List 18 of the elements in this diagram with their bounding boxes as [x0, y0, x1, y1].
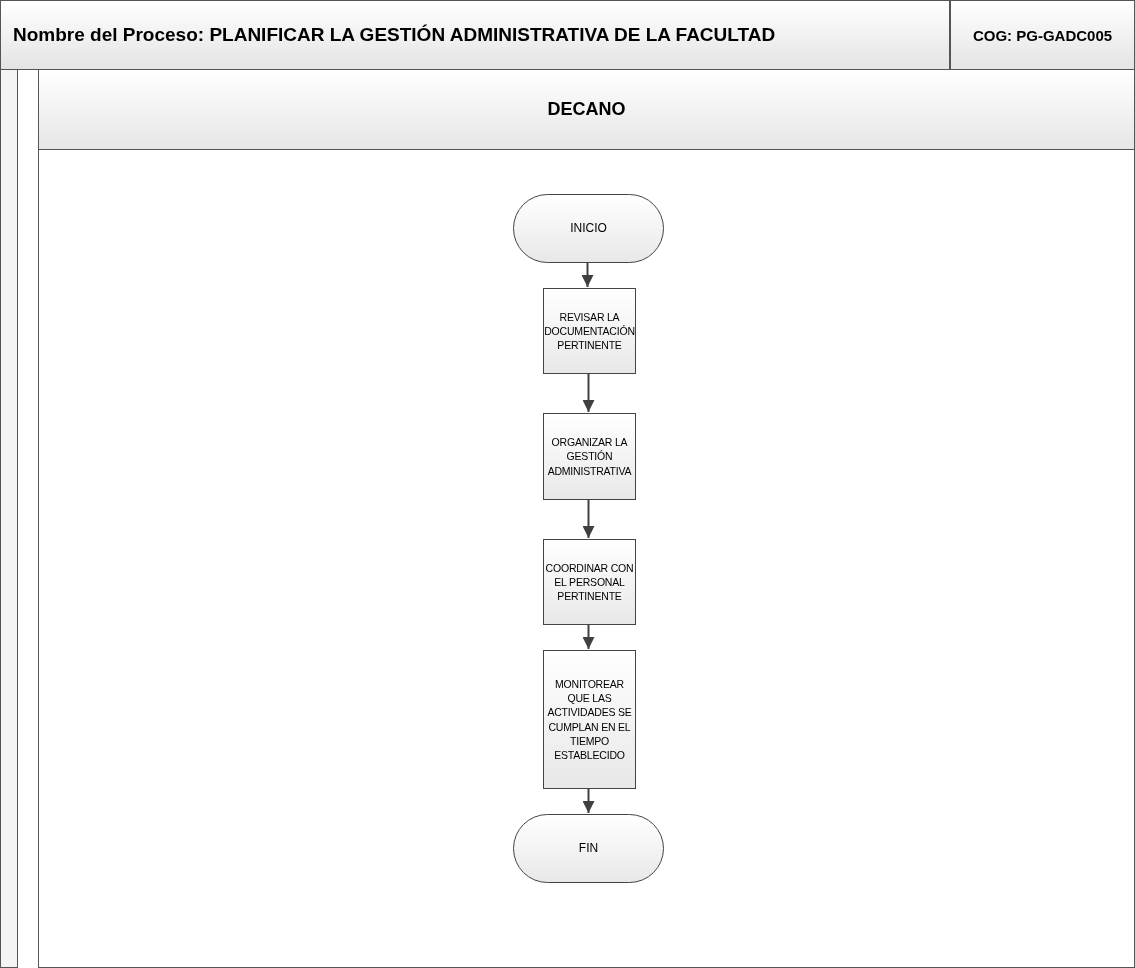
node-label: COORDINAR CON EL PERSONAL PERTINENTE — [545, 560, 634, 604]
arrow — [581, 261, 594, 288]
arrow — [582, 498, 595, 539]
node-label: MONITOREAR QUE LAS ACTIVIDADES SE CUMPLAN EN EL TIEMPO ESTABLECIDO — [546, 677, 633, 762]
title-bar: Nombre del Proceso: PLANIFICAR LA GESTIÓN ADMINISTRATIVA DE LA FACULTAD — [0, 0, 950, 70]
process-box — [543, 650, 636, 789]
process-box — [543, 539, 636, 625]
process-box — [543, 413, 636, 500]
swimlane — [38, 69, 1135, 968]
process-box — [543, 288, 636, 374]
process-code: COG: PG-GADC005 — [950, 0, 1135, 70]
node-label: FIN — [578, 840, 599, 857]
arrow — [582, 623, 595, 650]
node-label: REVISAR LA DOCUMENTACIÓN PERTINENTE — [544, 309, 635, 353]
arrow — [582, 372, 595, 413]
node-label: ORGANIZAR LA GESTIÓN ADMINISTRATIVA — [546, 435, 633, 478]
node-label: INICIO — [570, 220, 607, 237]
arrow — [582, 787, 595, 814]
